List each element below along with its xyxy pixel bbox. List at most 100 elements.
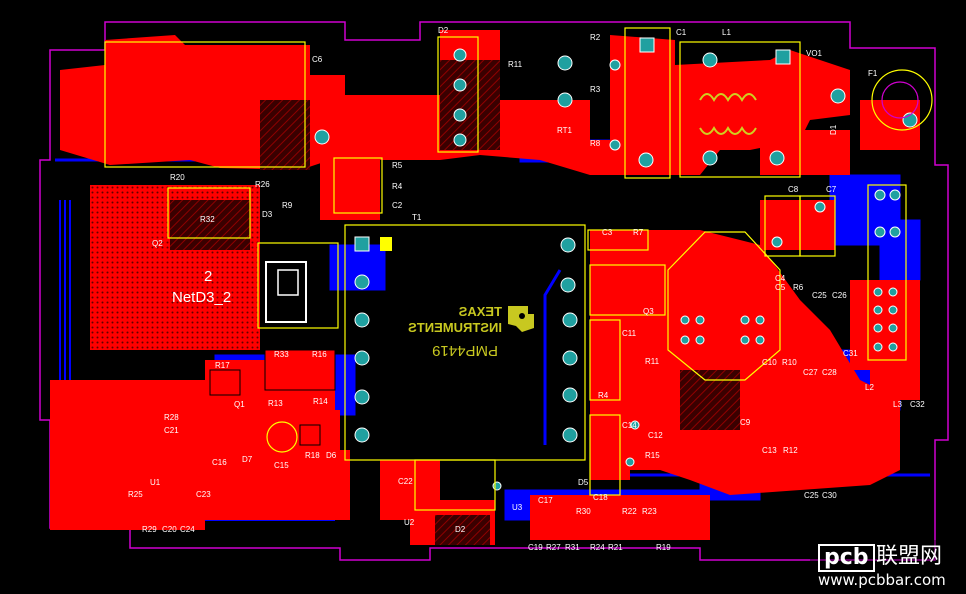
ref-d2: D2 <box>438 26 449 35</box>
ref-c6: C6 <box>312 55 323 64</box>
ref-c30: C30 <box>822 491 837 500</box>
ref-c25b: C25 <box>804 491 819 500</box>
ref-c15: C15 <box>274 461 289 470</box>
silkscreen-layer <box>104 27 933 511</box>
watermark-url: www.pcbbar.com <box>818 571 946 589</box>
ref-r24: R24 <box>590 543 605 552</box>
ref-u1: U1 <box>150 478 161 487</box>
ref-q1: Q1 <box>234 400 245 409</box>
watermark: pcb 联盟网 www.pcbbar.com <box>810 540 960 590</box>
ref-c3: C3 <box>602 228 613 237</box>
ref-r10: R10 <box>782 358 797 367</box>
ref-q2: Q2 <box>152 239 163 248</box>
ref-c22: C22 <box>398 477 413 486</box>
watermark-brand: pcb <box>818 544 875 572</box>
ref-u2: U2 <box>404 518 415 527</box>
ref-vo1: VO1 <box>806 49 823 58</box>
ref-c17: C17 <box>538 496 553 505</box>
designator-labels: C6 D2 R11 RT1 R2 R3 R8 C1 L1 VO1 F1 R5 R… <box>128 26 925 552</box>
ref-r20: R20 <box>170 173 185 182</box>
ref-c28: C28 <box>822 368 837 377</box>
ti-logo-line3: PMP4419 <box>432 342 498 359</box>
ref-r25: R25 <box>128 490 143 499</box>
hatched-copper-regions <box>170 60 740 545</box>
ref-c31: C31 <box>843 349 858 358</box>
ref-r4b: R4 <box>598 391 609 400</box>
net-label-name: NetD3_2 <box>172 289 231 306</box>
ref-d3: D3 <box>262 210 273 219</box>
ref-r16: R16 <box>312 350 327 359</box>
pads-layer <box>314 37 918 491</box>
ref-rt1: RT1 <box>557 126 573 135</box>
ref-c9: C9 <box>740 418 751 427</box>
ref-c2: C2 <box>392 201 403 210</box>
ti-logo-text-group: TEXAS INSTRUMENTS <box>408 304 502 335</box>
ref-r7: R7 <box>633 228 644 237</box>
pin1-marker <box>380 237 392 251</box>
transformer-coil-icon <box>699 93 757 135</box>
ref-c14: C14 <box>622 421 637 430</box>
ref-r27: R27 <box>546 543 561 552</box>
ref-c18: C18 <box>593 493 608 502</box>
ti-logo-icon <box>508 306 534 332</box>
ref-r31: R31 <box>565 543 580 552</box>
ref-u3: U3 <box>512 503 523 512</box>
ref-r23: R23 <box>642 507 657 516</box>
ref-r9: R9 <box>282 201 293 210</box>
ref-d2b: D2 <box>455 525 466 534</box>
ref-r13: R13 <box>268 399 283 408</box>
ref-r3: R3 <box>590 85 601 94</box>
ref-c7: C7 <box>826 185 837 194</box>
ref-r26: R26 <box>255 180 270 189</box>
ref-r32: R32 <box>200 215 215 224</box>
ref-c21: C21 <box>164 426 179 435</box>
ref-r2: R2 <box>590 33 601 42</box>
ic-body-q2 <box>265 261 307 323</box>
ref-c20: C20 <box>162 525 177 534</box>
ref-c19: C19 <box>528 543 543 552</box>
ic-window <box>277 269 299 296</box>
net-label-number: 2 <box>204 268 212 285</box>
ref-r33: R33 <box>274 350 289 359</box>
ref-l3: L3 <box>893 400 902 409</box>
ref-r18: R18 <box>305 451 320 460</box>
ref-c4: C4 <box>775 274 786 283</box>
ref-r8: R8 <box>590 139 601 148</box>
ref-r28: R28 <box>164 413 179 422</box>
ref-c23: C23 <box>196 490 211 499</box>
ti-logo-line2: INSTRUMENTS <box>408 320 502 335</box>
ref-r29: R29 <box>142 525 157 534</box>
ref-r4: R4 <box>392 182 403 191</box>
ref-c25: C25 <box>812 291 827 300</box>
ref-c27: C27 <box>803 368 818 377</box>
ref-d5: D5 <box>578 478 589 487</box>
smd-components <box>209 349 336 446</box>
watermark-cn: 联盟网 <box>876 544 943 569</box>
ref-c1: C1 <box>676 28 687 37</box>
ref-d6: D6 <box>326 451 337 460</box>
ref-r11b: R11 <box>645 357 660 366</box>
ref-t1: T1 <box>412 213 422 222</box>
ref-c11: C11 <box>622 329 637 338</box>
ref-c10: C10 <box>762 358 777 367</box>
ref-c24: C24 <box>180 525 195 534</box>
ref-c26: C26 <box>832 291 847 300</box>
ref-d7: D7 <box>242 455 253 464</box>
ref-r5: R5 <box>392 161 403 170</box>
ref-l1: L1 <box>722 28 731 37</box>
ref-d1: D1 <box>829 124 838 135</box>
ti-logo-line1: TEXAS <box>458 304 502 319</box>
ti-logo-part-number-group: PMP4419 <box>432 342 498 359</box>
ref-r30: R30 <box>576 507 591 516</box>
ref-r15: R15 <box>645 451 660 460</box>
ref-f1: F1 <box>868 69 878 78</box>
ref-r17: R17 <box>215 361 230 370</box>
ref-r11: R11 <box>508 60 523 69</box>
ref-q3: Q3 <box>643 307 654 316</box>
ref-c12: C12 <box>648 431 663 440</box>
ref-c16: C16 <box>212 458 227 467</box>
ref-r21: R21 <box>608 543 623 552</box>
ref-r12: R12 <box>783 446 798 455</box>
